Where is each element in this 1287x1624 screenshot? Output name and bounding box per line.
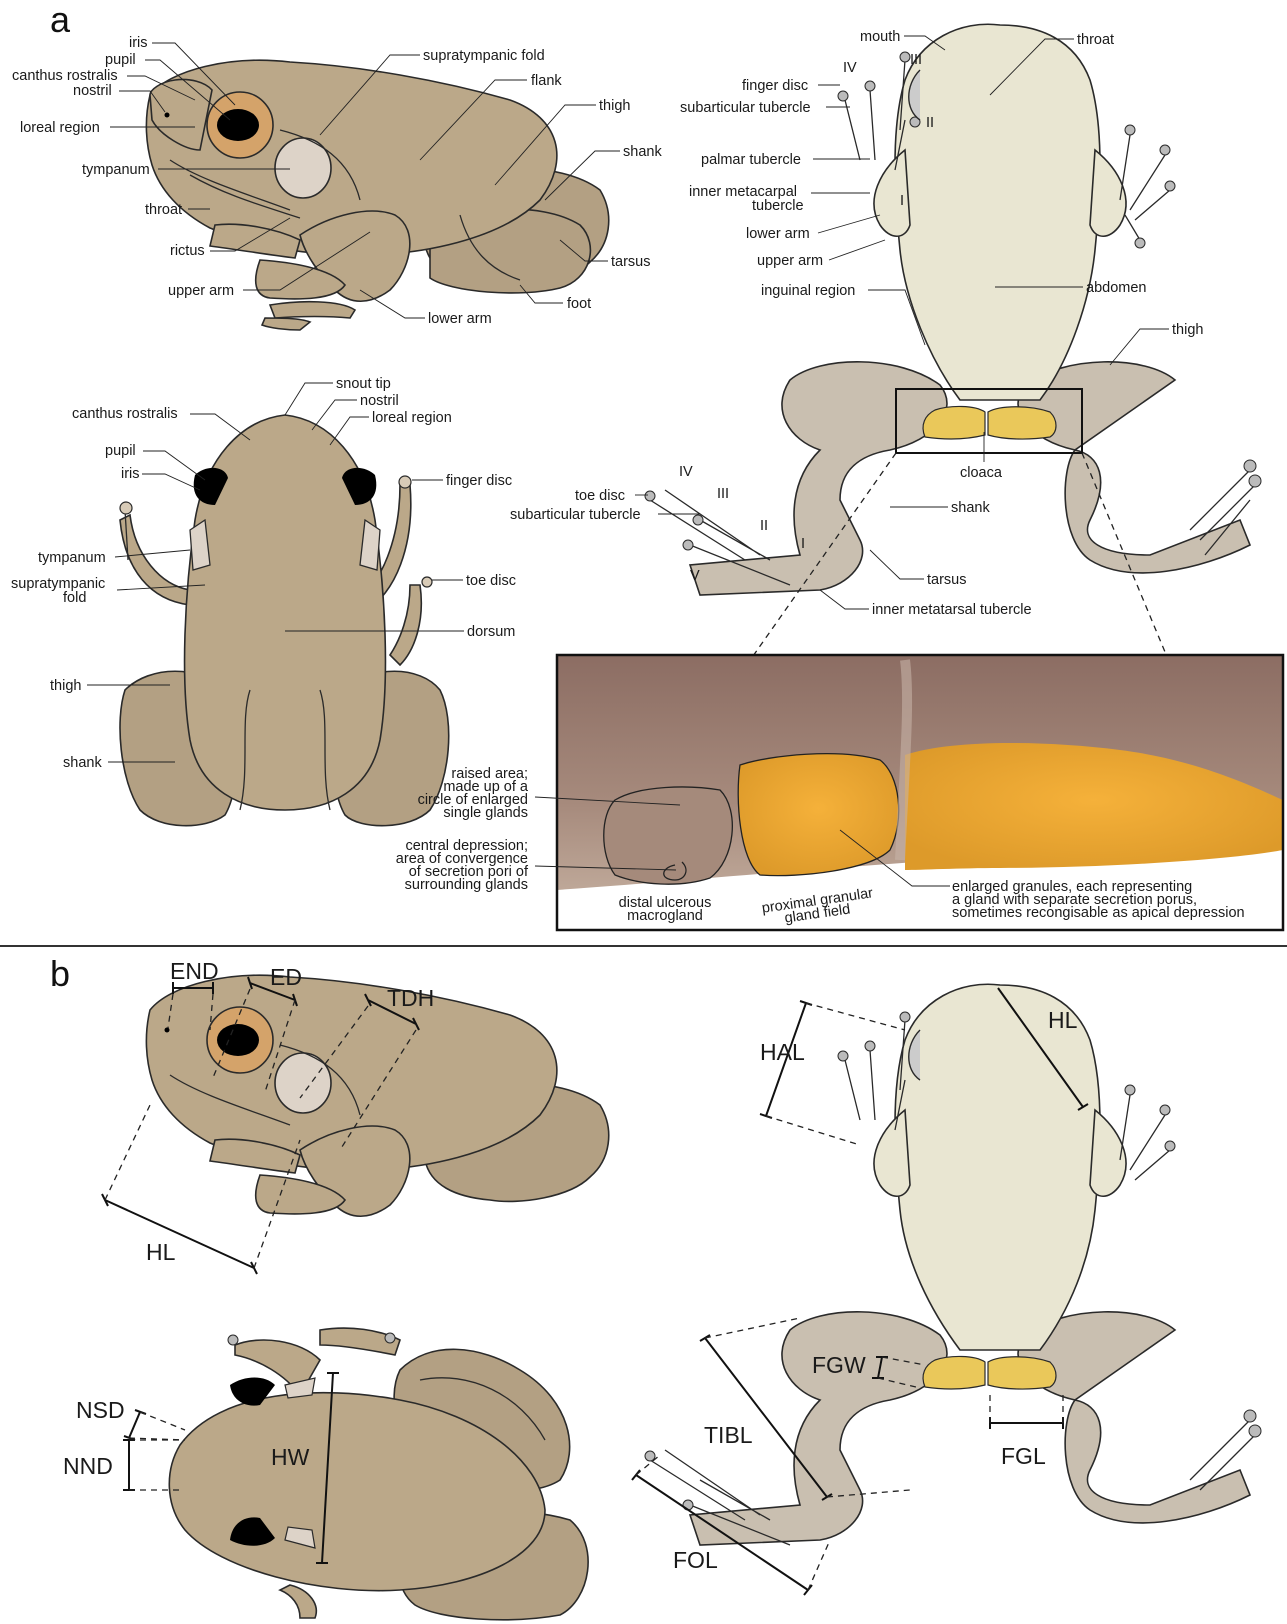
label-finger-disc-dorsal: finger disc	[446, 473, 512, 489]
label-pupil: pupil	[105, 52, 136, 68]
frog-lateral-b	[146, 975, 608, 1216]
numeral-finger-iv: IV	[843, 60, 857, 76]
label-shank: shank	[623, 144, 662, 160]
label-upper-arm-ventral: upper arm	[757, 253, 823, 269]
label-granules-3: sometimes recongisable as apical depress…	[952, 905, 1245, 921]
label-nostril: nostril	[73, 83, 112, 99]
label-toe-subarticular-tubercle: subarticular tubercle	[510, 507, 641, 523]
label-inguinal-region: inguinal region	[761, 283, 855, 299]
frog-ventral-b	[645, 984, 1261, 1545]
label-palmar-tubercle: palmar tubercle	[701, 152, 801, 168]
numeral-finger-iii: III	[910, 52, 922, 68]
label-tympanum-dorsal: tympanum	[38, 550, 106, 566]
measure-HL-lateral: HL	[146, 1239, 176, 1265]
measure-HW: HW	[271, 1444, 310, 1470]
label-thigh: thigh	[599, 98, 630, 114]
numeral-toe-v: V	[690, 568, 700, 584]
label-finger-disc-ventral: finger disc	[742, 78, 808, 94]
label-foot: foot	[567, 296, 591, 312]
measure-HL-ventral: HL	[1048, 1007, 1078, 1033]
measure-FOL: FOL	[673, 1547, 718, 1573]
label-shank-dorsal: shank	[63, 755, 102, 771]
label-canthus-rostralis: canthus rostralis	[12, 68, 118, 84]
measure-ED: ED	[270, 964, 302, 990]
label-toe-disc-dorsal: toe disc	[466, 573, 516, 589]
panel-a-label: a	[50, 0, 71, 40]
label-dorsum: dorsum	[467, 624, 515, 640]
numeral-toe-iv: IV	[679, 464, 693, 480]
frog-dorsal-a	[120, 415, 449, 826]
measure-NND: NND	[63, 1453, 113, 1479]
measure-END: END	[170, 958, 219, 984]
measure-NSD: NSD	[76, 1397, 125, 1423]
label-thigh-ventral: thigh	[1172, 322, 1203, 338]
label-toe-disc-ventral: toe disc	[575, 488, 625, 504]
label-supratympanic-fold: supratympanic fold	[423, 48, 545, 64]
label-snout-tip: snout tip	[336, 376, 391, 392]
label-tympanum: tympanum	[82, 162, 150, 178]
measure-TDH: TDH	[387, 985, 434, 1011]
label-nostril-dorsal: nostril	[360, 393, 399, 409]
measure-FGL: FGL	[1001, 1443, 1046, 1469]
frog-dorsal-b	[169, 1328, 588, 1620]
label-supratympanic-dorsal: supratympanic	[11, 576, 105, 592]
numeral-toe-i: I	[801, 536, 805, 552]
label-inner-metatarsal-tubercle: inner metatarsal tubercle	[872, 602, 1032, 618]
label-lower-arm-ventral: lower arm	[746, 226, 810, 242]
label-iris: iris	[129, 35, 148, 51]
label-fold-dorsal: fold	[63, 590, 86, 606]
numeral-finger-i: I	[900, 193, 904, 209]
label-thigh-dorsal: thigh	[50, 678, 81, 694]
measure-FGW: FGW	[812, 1352, 866, 1378]
label-distal-2: macrogland	[627, 908, 703, 924]
label-lower-arm: lower arm	[428, 311, 492, 327]
label-throat-ventral: throat	[1077, 32, 1114, 48]
numeral-finger-ii: II	[926, 115, 934, 131]
label-cloaca: cloaca	[960, 465, 1003, 481]
label-abdomen: abdomen	[1086, 280, 1146, 296]
label-iris-dorsal: iris	[121, 466, 140, 482]
label-upper-arm: upper arm	[168, 283, 234, 299]
label-flank: flank	[531, 73, 562, 89]
measure-HAL: HAL	[760, 1039, 805, 1065]
ventral-a-labels: mouth throat IV III II I finger disc sub…	[510, 29, 1203, 618]
label-loreal-region-dorsal: loreal region	[372, 410, 452, 426]
label-tarsus-ventral: tarsus	[927, 572, 967, 588]
label-mouth: mouth	[860, 29, 900, 45]
label-tarsus: tarsus	[611, 254, 651, 270]
label-pupil-dorsal: pupil	[105, 443, 136, 459]
label-shank-ventral: shank	[951, 500, 990, 516]
label-canthus-rostralis-dorsal: canthus rostralis	[72, 406, 178, 422]
panel-b-label: b	[50, 953, 70, 994]
label-rictus: rictus	[170, 243, 205, 259]
label-inner-metacarpal-tubercle: tubercle	[752, 198, 804, 214]
label-central-depression-4: surrounding glands	[405, 877, 528, 893]
label-throat: throat	[145, 202, 182, 218]
measure-TIBL: TIBL	[704, 1422, 753, 1448]
label-raised-area-4: single glands	[443, 805, 528, 821]
numeral-toe-iii: III	[717, 486, 729, 502]
label-loreal-region: loreal region	[20, 120, 100, 136]
label-subarticular-tubercle: subarticular tubercle	[680, 100, 811, 116]
numeral-toe-ii: II	[760, 518, 768, 534]
